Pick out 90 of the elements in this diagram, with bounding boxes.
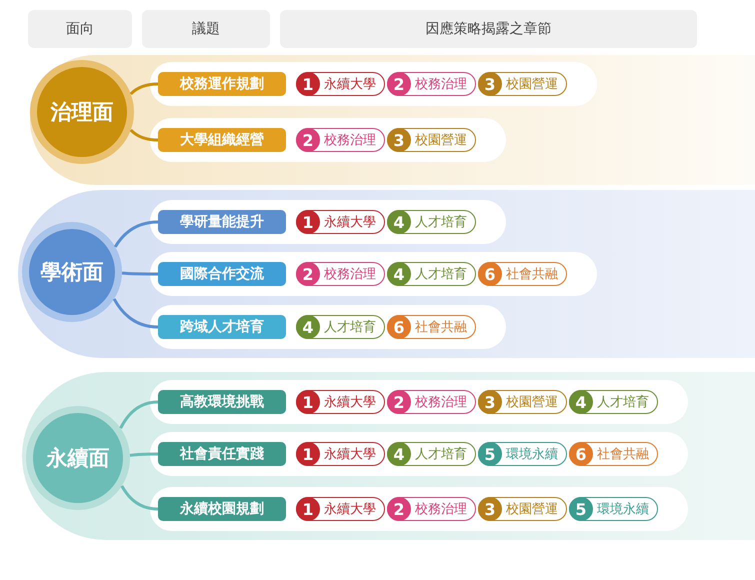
chapter-number: 5 [569, 497, 593, 521]
issue-label: 大學組織經營 [158, 128, 286, 152]
connector-line [112, 298, 158, 328]
chapter-number: 4 [387, 262, 411, 286]
chapter-number: 5 [478, 442, 502, 466]
chapter-tag [478, 390, 567, 414]
issue-label: 跨域人才培育 [158, 315, 286, 339]
chapter-name: 校園營運 [506, 76, 558, 93]
chapter-name: 環境永續 [506, 446, 558, 463]
issue-label: 社會責任實踐 [158, 442, 286, 466]
chapter-name: 人才培育 [415, 446, 467, 463]
chapter-tag [296, 72, 385, 96]
chapter-name: 人才培育 [415, 214, 467, 231]
chapter-name: 人才培育 [597, 394, 649, 411]
chapter-number: 2 [296, 262, 320, 286]
aspect-circle: 治理面 [30, 60, 134, 164]
chapter-number: 4 [387, 210, 411, 234]
chapter-tag [569, 497, 658, 521]
chapter-number: 4 [387, 442, 411, 466]
issue-label: 學研量能提升 [158, 210, 286, 234]
chapter-name: 校園營運 [506, 394, 558, 411]
chapter-name: 校務治理 [324, 266, 376, 283]
issue-label: 校務運作規劃 [158, 72, 286, 96]
chapter-name: 校務治理 [415, 76, 467, 93]
chapter-tag [387, 497, 476, 521]
chapter-name: 人才培育 [324, 318, 376, 336]
chapter-tag [478, 497, 567, 521]
chapter-tag [387, 128, 476, 152]
chapter-number: 4 [296, 315, 320, 339]
chapter-tag [387, 315, 476, 339]
chapter-name: 永續大學 [324, 446, 376, 463]
chapter-tag [296, 390, 385, 414]
chapter-tag [296, 315, 385, 339]
chapter-number: 6 [478, 262, 502, 286]
chapter-number: 2 [296, 128, 320, 152]
chapter-name: 社會共融 [415, 319, 467, 336]
chapter-number: 6 [569, 442, 593, 466]
connector-line [119, 400, 158, 429]
chapter-name: 永續大學 [324, 214, 376, 231]
column-header: 因應策略揭露之章節 [280, 10, 697, 48]
chapter-name: 環境永續 [597, 501, 649, 518]
chapter-name: 校務治理 [415, 501, 467, 518]
chapter-tag [387, 262, 476, 286]
chapter-number: 3 [387, 128, 411, 152]
chapter-tag [478, 72, 567, 96]
chapter-tag [478, 262, 567, 286]
chapter-name: 校園營運 [506, 501, 558, 518]
column-header: 面向 [28, 10, 132, 48]
chapter-name: 校務治理 [415, 394, 467, 411]
chapter-number: 3 [478, 72, 502, 96]
chapter-number: 4 [569, 390, 593, 414]
chapter-tag [569, 442, 658, 466]
connector-line [130, 452, 158, 457]
chapter-tag [387, 72, 476, 96]
connector-line [122, 272, 158, 276]
chapter-tag [296, 497, 385, 521]
issue-label: 永續校園規劃 [158, 497, 286, 521]
chapter-number: 2 [387, 497, 411, 521]
chapter-name: 人才培育 [415, 266, 467, 283]
chapter-tag [296, 442, 385, 466]
chapter-tag [569, 390, 658, 414]
chapter-number: 1 [296, 390, 320, 414]
connector-line [114, 220, 158, 248]
chapter-tag [387, 210, 476, 234]
chapter-tag [296, 210, 385, 234]
chapter-number: 1 [296, 72, 320, 96]
chapter-name: 永續大學 [324, 501, 376, 518]
issue-label: 高教環境挑戰 [158, 390, 286, 414]
chapter-tag [296, 128, 385, 152]
chapter-number: 2 [387, 72, 411, 96]
chapter-name: 社會共融 [506, 266, 558, 283]
chapter-tag [296, 262, 385, 286]
chapter-number: 1 [296, 442, 320, 466]
chapter-name: 社會共融 [597, 446, 649, 463]
chapter-tag [387, 442, 476, 466]
connector-line [120, 485, 158, 510]
chapter-number: 2 [387, 390, 411, 414]
chapter-number: 1 [296, 497, 320, 521]
column-header: 議題 [142, 10, 270, 48]
chapter-name: 永續大學 [324, 76, 376, 93]
chapter-number: 6 [387, 315, 411, 339]
issue-label: 國際合作交流 [158, 262, 286, 286]
chapter-number: 3 [478, 390, 502, 414]
chapter-number: 3 [478, 497, 502, 521]
chapter-tag [387, 390, 476, 414]
chapter-number: 1 [296, 210, 320, 234]
chapter-tag [478, 442, 567, 466]
chapter-name: 校務治理 [324, 132, 376, 149]
chapter-name: 校園營運 [415, 132, 467, 149]
chapter-name: 永續大學 [324, 394, 376, 411]
